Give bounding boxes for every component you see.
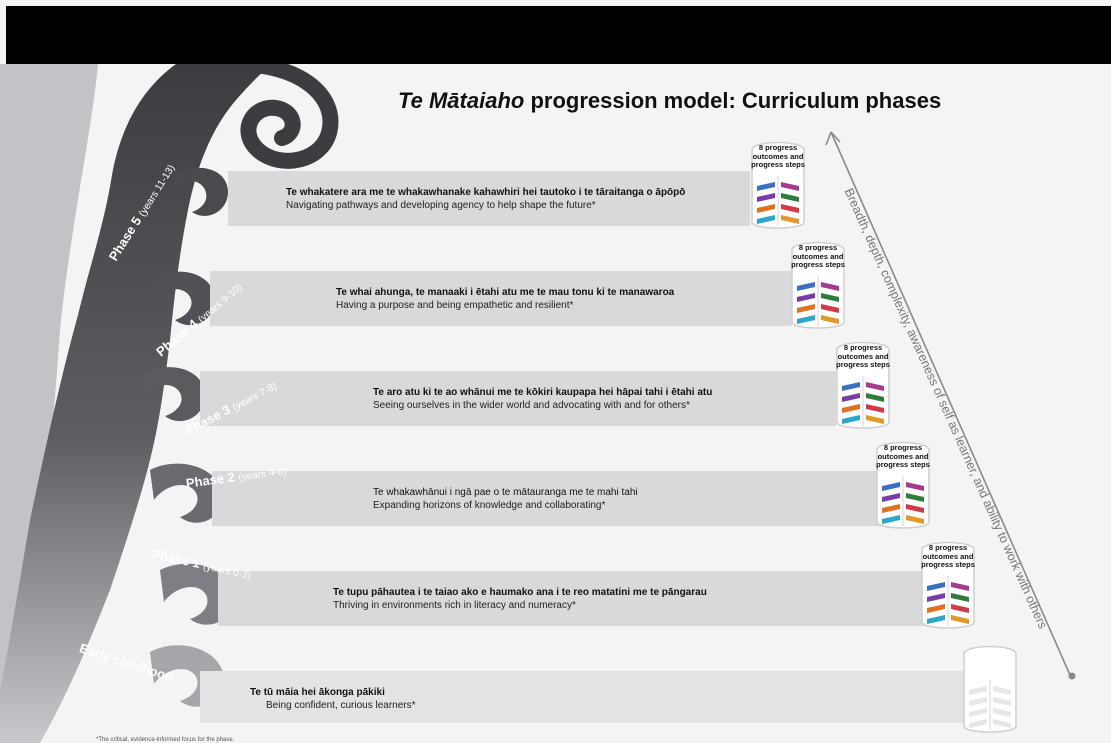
phase-3-english: Seeing ourselves in the wider world and …: [373, 400, 690, 411]
phase-5-maori: Te whakatere ara me te whakawhanake kaha…: [286, 187, 686, 198]
progress-book-icon: 8 progress outcomes and progress steps: [918, 538, 978, 630]
book-label: 8 progress outcomes and progress steps: [921, 543, 975, 569]
progress-book-icon: 8 progress outcomes and progress steps: [788, 238, 848, 330]
phase-2-text: Te whakawhānui i ngā pae o te mātauranga…: [373, 486, 638, 512]
progress-book-icon: 8 progress outcomes and progress steps: [833, 338, 893, 430]
phase-4-maori: Te whai ahunga, te manaaki i ētahi atu m…: [336, 287, 675, 298]
early-childhood-english: Being confident, curious learners*: [266, 700, 416, 711]
arrow-end-dot: [1068, 672, 1076, 680]
book-label: 8 progress outcomes and progress steps: [836, 343, 890, 369]
early-childhood-maori: Te tū māia hei ākonga pākiki: [250, 687, 385, 698]
progress-book-icon: [960, 642, 1020, 734]
phase-4-english: Having a purpose and being empathetic an…: [336, 300, 574, 311]
phase-bands: [200, 171, 966, 723]
book-label: 8 progress outcomes and progress steps: [876, 443, 930, 469]
phase-1-text: Te tupu pāhautea i te taiao ako e haumak…: [333, 586, 707, 612]
footnote: *The critical, evidence-informed focus f…: [96, 737, 235, 743]
phase-1-english: Thriving in environments rich in literac…: [333, 600, 576, 611]
fern-stem: [0, 64, 272, 743]
phase-1-maori: Te tupu pāhautea i te taiao ako e haumak…: [333, 587, 707, 598]
book-label: 8 progress outcomes and progress steps: [791, 243, 845, 269]
phase-2-maori: Te whakawhānui i ngā pae o te mātauranga…: [373, 487, 638, 498]
progress-book-icon: 8 progress outcomes and progress steps: [873, 438, 933, 530]
early-childhood-text: Te tū māia hei ākonga pākiki Being confi…: [250, 686, 416, 712]
page-title: Te Mātaiaho progression model: Curriculu…: [398, 88, 941, 114]
book-label: 8 progress outcomes and progress steps: [751, 143, 805, 169]
koru-spiral: [228, 56, 339, 169]
phase-5-english: Navigating pathways and developing agenc…: [286, 200, 596, 211]
phase-2-english: Expanding horizons of knowledge and coll…: [373, 500, 606, 511]
title-rest: progression model: Curriculum phases: [524, 88, 942, 113]
top-bar: [6, 6, 1111, 64]
title-italic: Te Mātaiaho: [398, 88, 525, 113]
phase-5-text: Te whakatere ara me te whakawhanake kaha…: [286, 186, 685, 212]
progress-book-icon: 8 progress outcomes and progress steps: [748, 138, 808, 230]
progression-arrow: [825, 131, 1071, 676]
phase-4-text: Te whai ahunga, te manaaki i ētahi atu m…: [336, 286, 674, 312]
fern-body: [0, 64, 98, 690]
phase-3-maori: Te aro atu ki te ao whānui me te kōkiri …: [373, 387, 713, 398]
phase-3-text: Te aro atu ki te ao whānui me te kōkiri …: [373, 386, 712, 412]
